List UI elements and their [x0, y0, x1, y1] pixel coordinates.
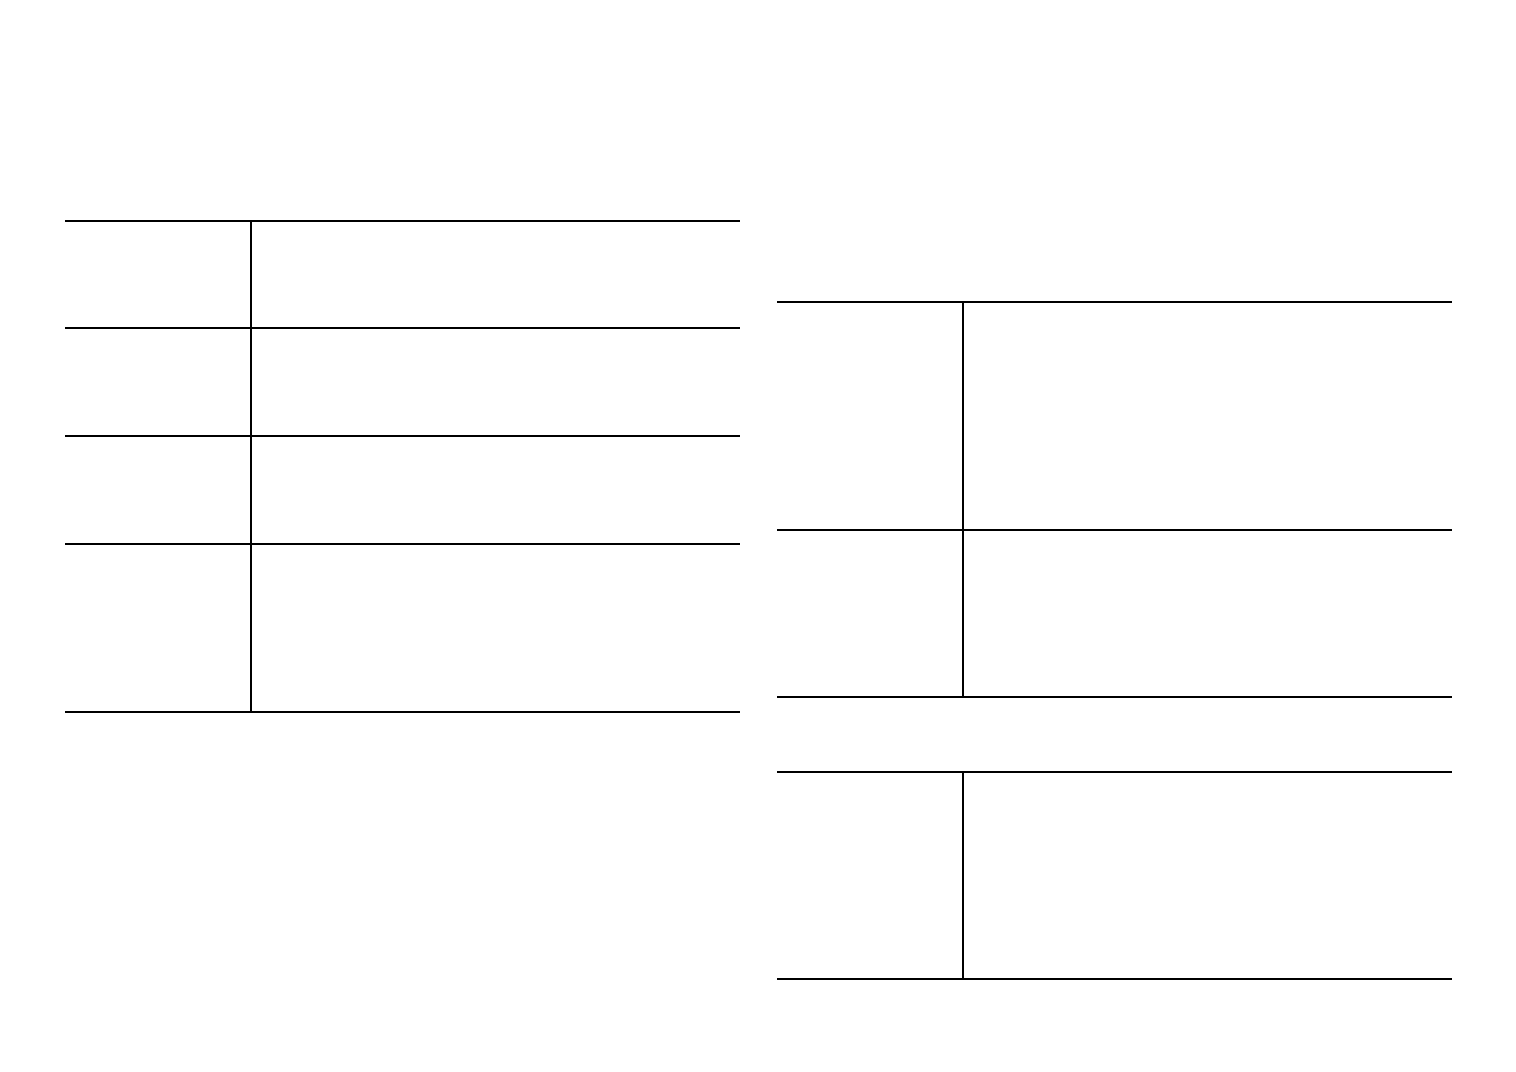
row-value-cell — [251, 220, 740, 329]
row-value-cell — [963, 771, 1452, 980]
table-row — [777, 771, 1452, 980]
row-value-cell — [251, 543, 740, 713]
table-row — [65, 435, 740, 545]
row-label-cell — [65, 220, 252, 329]
row-label-cell — [777, 301, 964, 531]
right-bottom-table — [777, 771, 1452, 980]
left-table — [65, 220, 740, 713]
row-label-cell — [65, 327, 252, 437]
table-row — [65, 220, 740, 329]
table-row — [65, 327, 740, 437]
right-top-table — [777, 301, 1452, 698]
table-row — [777, 301, 1452, 531]
row-value-cell — [963, 529, 1452, 698]
row-label-cell — [65, 543, 252, 713]
row-value-cell — [251, 435, 740, 545]
row-value-cell — [963, 301, 1452, 531]
row-value-cell — [251, 327, 740, 437]
row-label-cell — [65, 435, 252, 545]
table-row — [65, 543, 740, 713]
table-row — [777, 529, 1452, 698]
row-label-cell — [777, 771, 964, 980]
row-label-cell — [777, 529, 964, 698]
